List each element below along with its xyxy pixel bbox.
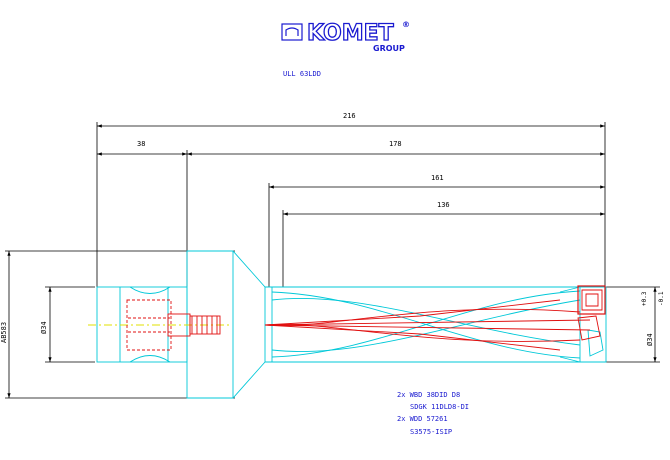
logo-group: GROUP [373, 44, 405, 53]
section-details [126, 285, 606, 351]
parts-list-item: 2x WDD 57261 [397, 415, 448, 423]
logo-mark-icon [281, 23, 303, 41]
dim-drill-diameter: Ø34 [646, 333, 654, 346]
dim-tolerance-upper: +0.3 [641, 291, 648, 306]
dimension-lines [7, 124, 657, 398]
dim-flute-length: 161 [431, 174, 444, 182]
tool-outline [96, 250, 607, 399]
parts-list-item: 2x WBD 38DID D8 [397, 391, 460, 399]
logo-brand: KOMET [307, 21, 394, 46]
dim-flange-diameter: AB583 [0, 322, 8, 343]
dim-drill-depth: 136 [437, 201, 450, 209]
dim-shank-length: 38 [137, 140, 145, 148]
dim-tolerance-lower: -0.1 [658, 291, 665, 306]
parts-list-item: SDGK 11DLD8-DI [410, 403, 469, 411]
article-code: ULL 63LDD [283, 70, 321, 78]
komet-logo: KOMET ® GROUP [281, 20, 410, 53]
dim-body-length: 178 [389, 140, 402, 148]
dim-overall-length: 216 [343, 112, 356, 120]
parts-list-item: S3575-ISIP [410, 428, 452, 436]
dim-shank-diameter: Ø34 [40, 321, 48, 334]
extension-lines [5, 122, 660, 399]
logo-registered: ® [402, 20, 410, 29]
parts-list: 2x WBD 38DID D8 SDGK 11DLD8-DI 2x WDD 57… [397, 391, 469, 436]
